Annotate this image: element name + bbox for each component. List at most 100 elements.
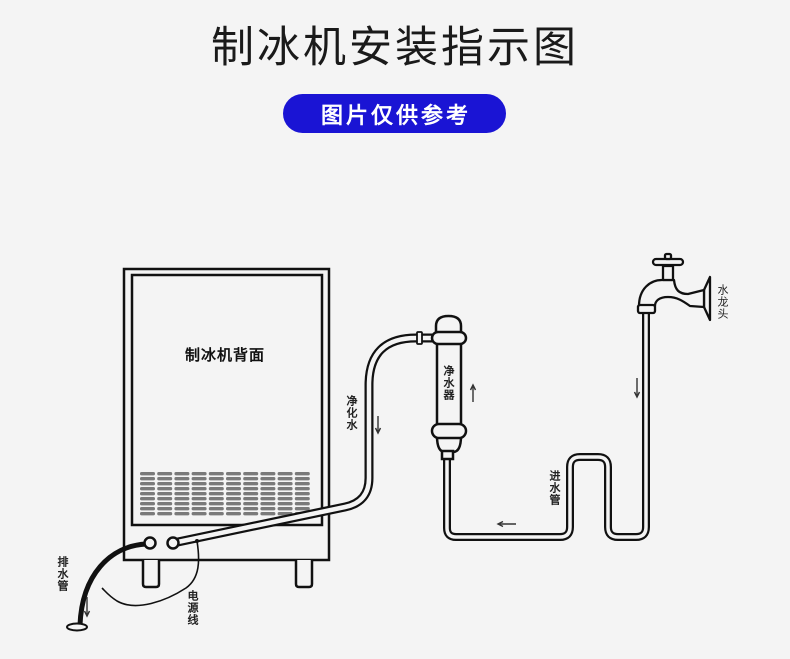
machine-leg-left: [141, 560, 161, 589]
vent-slot: [157, 512, 173, 516]
purified-water-label: 净化水: [345, 395, 358, 431]
vent-slot: [243, 502, 259, 506]
vent-slot: [191, 482, 207, 486]
water-filter-label: 净水器: [442, 365, 455, 401]
power-cord: [101, 540, 200, 607]
vent-slot: [174, 502, 190, 506]
power-cord-label: 电源线: [186, 590, 199, 626]
water-inlet-connector: [166, 536, 180, 550]
vent-slot: [157, 502, 173, 506]
vent-slot: [294, 497, 310, 501]
vent-slot: [294, 492, 310, 496]
faucet-handle-knob: [663, 252, 673, 261]
faucet-stem: [661, 264, 675, 282]
vent-slot: [226, 507, 241, 511]
vent-slot: [277, 482, 293, 486]
vent-slot: [226, 512, 241, 516]
vent-slot: [208, 512, 224, 516]
vent-slot: [174, 472, 190, 476]
inlet-pipe-label: 进水管: [548, 470, 561, 506]
vent-slot: [174, 492, 190, 496]
vent-slot: [243, 487, 259, 491]
arrow-down-icon: [374, 416, 382, 435]
inlet-tube: [443, 312, 650, 541]
vent-slot: [208, 472, 224, 476]
vent-slot: [277, 472, 293, 476]
vent-slot: [174, 507, 190, 511]
vent-slot: [260, 512, 276, 516]
tube-clamp: [416, 331, 423, 345]
faucet-body: [637, 278, 706, 309]
vent-slot: [294, 507, 310, 511]
ice-machine: [122, 267, 331, 589]
vent-slot: [226, 482, 241, 486]
vent-slot: [174, 487, 190, 491]
vent-slot: [140, 492, 155, 496]
vent-slot: [226, 487, 241, 491]
drain-connector: [143, 536, 157, 550]
page-title: 制冰机安装指示图: [211, 23, 579, 73]
vent-slot: [260, 487, 276, 491]
filter-neck: [440, 449, 455, 461]
vent-slot: [243, 482, 259, 486]
vent-slot: [243, 477, 259, 481]
vent-slot: [140, 472, 155, 476]
vent-slot: [243, 512, 259, 516]
filter-top-collar: [430, 330, 468, 346]
vent-slot: [191, 512, 207, 516]
machine-leg-right: [294, 560, 314, 589]
vent-slot: [191, 472, 207, 476]
vent-slot: [226, 472, 241, 476]
vent-slot: [157, 487, 173, 491]
vent-slot: [260, 482, 276, 486]
vent-slot: [260, 502, 276, 506]
vent-slot: [277, 492, 293, 496]
vent-slot: [191, 502, 207, 506]
vent-slot: [140, 477, 155, 481]
vent-slot: [191, 497, 207, 501]
water-filter: [430, 314, 468, 461]
vent-slot: [140, 502, 155, 506]
machine-vent-grid: [140, 472, 310, 516]
vent-slot: [140, 487, 155, 491]
vent-slot: [260, 472, 276, 476]
vent-slot: [243, 497, 259, 501]
drain-hose: [77, 541, 149, 628]
vent-slot: [208, 492, 224, 496]
machine-inner-panel: [130, 273, 324, 527]
machine-back-label: 制冰机背面: [184, 346, 265, 364]
vent-slot: [157, 482, 173, 486]
filter-bottom-collar: [430, 422, 468, 440]
faucet-spout-collar: [636, 303, 657, 315]
vent-slot: [208, 482, 224, 486]
machine-outer-frame: [122, 267, 331, 562]
vent-slot: [260, 492, 276, 496]
vent-slot: [260, 497, 276, 501]
vent-slot: [208, 507, 224, 511]
vent-slot: [174, 497, 190, 501]
vent-slot: [277, 477, 293, 481]
vent-slot: [294, 472, 310, 476]
faucet-icon: [636, 252, 712, 322]
vent-slot: [174, 477, 190, 481]
arrow-left-icon: [496, 520, 516, 528]
vent-slot: [260, 477, 276, 481]
drain-pipe-label: 排水管: [56, 556, 69, 592]
vent-slot: [277, 507, 293, 511]
vent-slot: [191, 487, 207, 491]
vent-slot: [191, 477, 207, 481]
vent-slot: [243, 507, 259, 511]
arrow-down-icon: [83, 597, 91, 618]
vent-slot: [208, 497, 224, 501]
vent-slot: [294, 487, 310, 491]
vent-slot: [243, 492, 259, 496]
faucet-label: 水龙头: [716, 284, 729, 320]
vent-slot: [157, 477, 173, 481]
vent-slot: [191, 507, 207, 511]
vent-slot: [294, 482, 310, 486]
reference-only-badge: 图片仅供参考: [283, 94, 506, 133]
drain-outlet: [66, 622, 88, 632]
filter-cap: [434, 314, 463, 334]
